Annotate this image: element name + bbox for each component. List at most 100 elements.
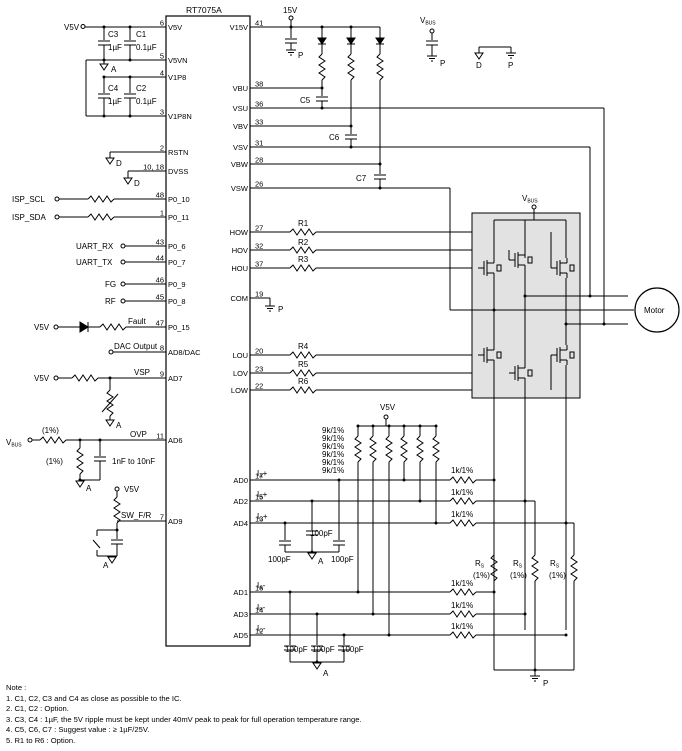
svg-text:1k/1%: 1k/1% (451, 510, 473, 519)
svg-text:VBUS: VBUS (522, 194, 538, 205)
svg-text:(1%): (1%) (42, 426, 59, 435)
pin-number: 15 (255, 493, 263, 502)
pin-number: 14 (255, 606, 263, 615)
node (434, 424, 438, 428)
rstn-dvss: D D (105, 151, 166, 188)
svg-text:D: D (476, 61, 482, 70)
svg-text:V5V: V5V (34, 374, 50, 383)
pin-number: 13 (255, 515, 263, 524)
pin-name: LOV (233, 369, 248, 378)
pin-number: 8 (160, 344, 164, 353)
pin-name: AD8/DAC (168, 348, 201, 357)
pin-name: COM (231, 294, 249, 303)
svg-text:R1: R1 (298, 219, 309, 228)
svg-text:Motor: Motor (644, 306, 665, 315)
pin-number: 46 (156, 276, 164, 285)
svg-text:R4: R4 (298, 342, 309, 351)
sw-fr: V5V SW_F/R A (92, 485, 166, 570)
svg-text:A: A (103, 561, 109, 570)
pin-number: 26 (255, 180, 263, 189)
svg-text:(1%): (1%) (46, 457, 63, 466)
pin-name: VBU (233, 84, 248, 93)
dac-output: DAC Output (108, 342, 166, 355)
note-3: 3. C3, C4 : 1µF, the 5V ripple must be k… (6, 714, 362, 724)
svg-text:Fault: Fault (128, 317, 147, 326)
note-1: 1. C1, C2, C3 and C4 as close as possibl… (6, 693, 182, 703)
svg-text:C3: C3 (108, 30, 119, 39)
resistor-9k (416, 435, 424, 463)
pin-name: V1P8N (168, 112, 192, 121)
svg-text:P: P (298, 51, 303, 60)
svg-text:C2: C2 (136, 84, 147, 93)
chip-name: RT7075A (186, 5, 222, 15)
pin-name: P0_9 (168, 280, 186, 289)
svg-text:100pF: 100pF (310, 529, 333, 538)
svg-text:ISP_SCL: ISP_SCL (12, 195, 45, 204)
svg-text:100pF: 100pF (331, 555, 354, 564)
power-stage: VBUS (471, 194, 634, 630)
pin-name: AD7 (168, 374, 183, 383)
pin-number: 38 (255, 80, 263, 89)
svg-text:P: P (508, 61, 513, 70)
svg-text:IB-: IB- (257, 603, 266, 614)
resistor-9k (354, 435, 362, 463)
svg-text:A: A (323, 669, 329, 678)
pin-number: 16 (255, 584, 263, 593)
svg-text:IA-: IA- (257, 581, 266, 592)
svg-text:A: A (318, 557, 324, 566)
pin-number: 48 (156, 191, 164, 200)
pin-name: HOW (230, 228, 249, 237)
svg-text:C7: C7 (356, 174, 367, 183)
pin-number: 31 (255, 139, 263, 148)
pin-number: 37 (255, 260, 263, 269)
notes: Note : 1. C1, C2, C3 and C4 as close as … (6, 683, 362, 747)
svg-text:100pF: 100pF (268, 555, 291, 564)
pin-name: V5V (168, 23, 182, 32)
svg-text:100pF: 100pF (285, 645, 308, 654)
pin-number: 12 (255, 627, 263, 636)
pin-name: P0_15 (168, 323, 190, 332)
svg-text:UART_TX: UART_TX (76, 258, 113, 267)
svg-text:V5V: V5V (124, 485, 140, 494)
pin-name: AD3 (233, 610, 248, 619)
pin-name: VBV (233, 122, 248, 131)
pin-number: 44 (156, 254, 164, 263)
resistor-9k (432, 435, 440, 463)
node (371, 424, 375, 428)
svg-text:C4: C4 (108, 84, 119, 93)
pin-number: 20 (255, 347, 263, 356)
resistor-9k (385, 435, 393, 463)
svg-text:1k/1%: 1k/1% (451, 622, 473, 631)
pin-name: AD6 (168, 436, 183, 445)
svg-text:IC+: IC+ (257, 512, 268, 523)
note-5: 5. R1 to R6 : Option. (6, 735, 76, 745)
pin-number: 4 (160, 69, 164, 78)
note-2: 2. C1, C2 : Option. (6, 704, 69, 714)
pin-number: 5 (160, 52, 164, 61)
pin-name: LOW (231, 386, 249, 395)
svg-text:9k/1%: 9k/1% (322, 466, 344, 475)
svg-text:V5V: V5V (380, 403, 396, 412)
pin-name: V15V (230, 23, 248, 32)
svg-text:R6: R6 (298, 377, 309, 386)
isp-lines: ISP_SCL ISP_SDA (12, 195, 166, 222)
svg-text:ISP_SDA: ISP_SDA (12, 213, 46, 222)
svg-text:A: A (111, 65, 117, 74)
pin-name: AD5 (233, 631, 248, 640)
pin-name: AD2 (233, 497, 248, 506)
node (387, 424, 391, 428)
svg-text:SW_F/R: SW_F/R (121, 511, 151, 520)
pin-name: P0_11 (168, 213, 189, 222)
pin-name: VSU (233, 104, 248, 113)
pin-number: 11 (156, 432, 164, 441)
svg-text:0.1µF: 0.1µF (136, 43, 157, 52)
svg-text:P: P (543, 679, 548, 688)
pin-name: VSV (233, 143, 248, 152)
node (418, 424, 422, 428)
resistor-9k (400, 435, 408, 463)
svg-text:1nF to 10nF: 1nF to 10nF (112, 457, 155, 466)
uart-lines: UART_RX UART_TX FG RF (76, 242, 166, 306)
